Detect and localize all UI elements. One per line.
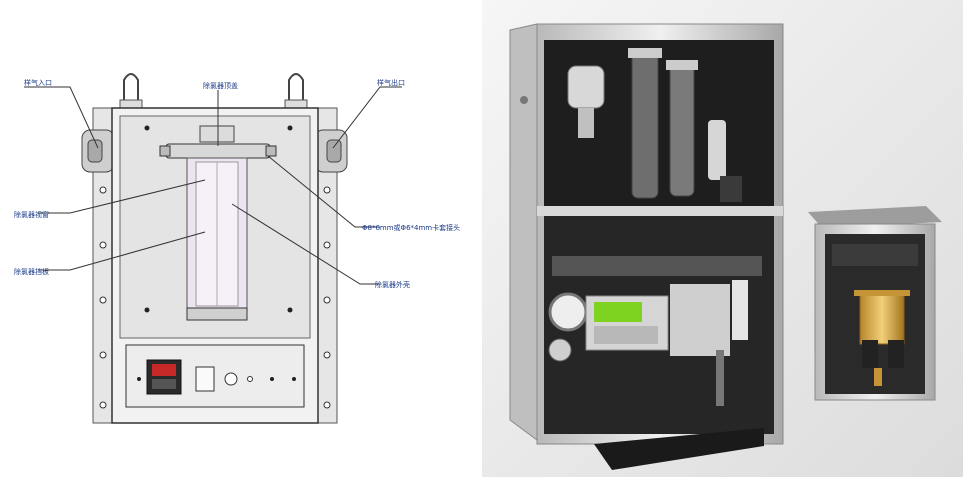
label-sight-tube: 除氯器视窗 — [14, 210, 49, 219]
large-cabinet — [509, 23, 784, 445]
inlet-port — [81, 129, 115, 173]
label-top-cap: 除氯器顶盖 — [203, 81, 238, 90]
small-cabinet — [808, 206, 942, 401]
lifting-hook-right — [284, 73, 308, 109]
label-inlet: 样气入口 — [24, 78, 52, 87]
label-fitting: Φ8*6mm或Φ6*4mm卡套接头 — [362, 223, 460, 232]
control-panel — [125, 344, 305, 408]
label-shell: 除氯器外壳 — [375, 280, 410, 289]
cabinet-stand — [594, 428, 764, 470]
product-render — [482, 0, 963, 477]
label-baffle: 除氯器挡板 — [14, 267, 49, 276]
lifting-hook-left — [119, 73, 143, 109]
label-outlet: 样气出口 — [377, 78, 405, 87]
technical-drawing: 样气入口 样气出口 除氯器顶盖 除氯器视窗 除氯器挡板 Φ8*6mm或Φ6*4m… — [14, 73, 460, 424]
leader-lines — [24, 86, 402, 285]
dechlorinator-column — [159, 125, 277, 321]
